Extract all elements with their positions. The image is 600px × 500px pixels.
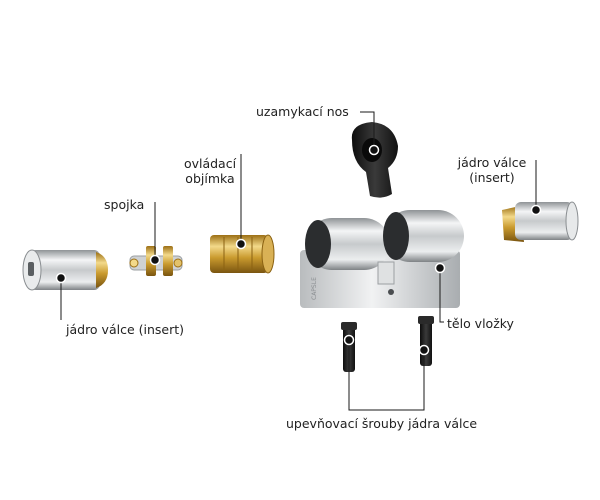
marker-locking-cam bbox=[368, 144, 380, 156]
label-insert-right-line2: (insert) bbox=[469, 170, 515, 185]
control-sleeve-part bbox=[210, 234, 275, 274]
leader-screws bbox=[348, 340, 425, 411]
label-locking-cam: uzamykací nos bbox=[256, 104, 349, 119]
marker-insert-right bbox=[530, 204, 542, 216]
label-screws: upevňovací šrouby jádra válce bbox=[286, 416, 478, 431]
label-body: tělo vložky bbox=[447, 316, 514, 331]
insert-left-part bbox=[22, 249, 108, 291]
label-insert-right-line1: jádro válce bbox=[457, 155, 527, 170]
label-control-sleeve-line1: ovládací bbox=[183, 156, 237, 171]
marker-coupling bbox=[149, 254, 161, 266]
leader-body bbox=[439, 268, 444, 323]
svg-text:CAPSLE: CAPSLE bbox=[311, 277, 318, 300]
leader-locking-cam bbox=[360, 111, 375, 150]
insert-right-part bbox=[502, 201, 579, 242]
marker-screw-right bbox=[418, 344, 430, 356]
label-insert-left: jádro válce (insert) bbox=[66, 322, 185, 337]
label-coupling: spojka bbox=[104, 197, 145, 212]
leader-markers bbox=[55, 144, 542, 356]
marker-screw-left bbox=[343, 334, 355, 346]
label-insert-right: jádro válce (insert) bbox=[450, 155, 534, 185]
label-control-sleeve: ovládací objímka bbox=[180, 156, 240, 186]
locking-cam-part bbox=[351, 122, 398, 198]
marker-control-sleeve bbox=[235, 238, 247, 250]
marker-body bbox=[434, 262, 446, 274]
leader-lines bbox=[60, 111, 537, 411]
screws-part bbox=[341, 316, 434, 372]
marker-insert-left bbox=[55, 272, 67, 284]
label-control-sleeve-line2: objímka bbox=[185, 171, 235, 186]
cylinder-body-part: CAPSLE bbox=[300, 210, 464, 308]
